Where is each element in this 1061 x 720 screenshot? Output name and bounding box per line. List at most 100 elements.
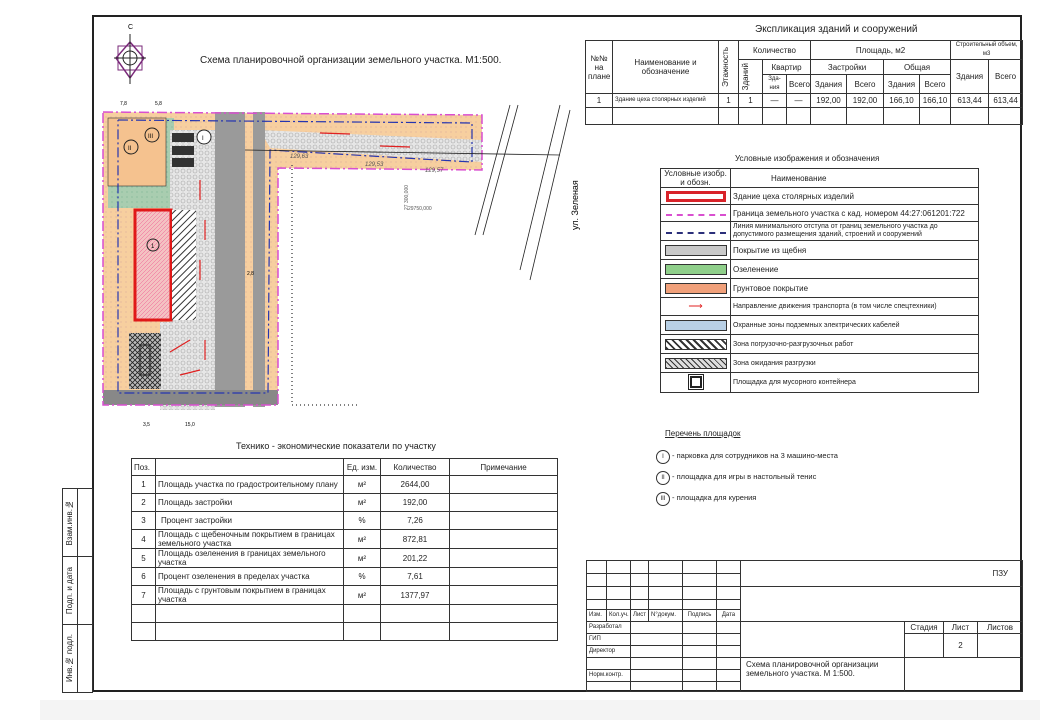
elevation-label: 129,57 (425, 168, 444, 174)
cell: 166,10 (883, 93, 921, 108)
legend-item: Направление движения транспорта (в том ч… (730, 297, 979, 316)
col-built-building: Здания (810, 74, 848, 94)
site-label: - парковка для сотрудников на 3 машино-м… (672, 451, 838, 460)
coordinate-label: 29750,000 (408, 206, 432, 212)
soil-swatch-icon (664, 282, 727, 294)
stamp-sheet-label: Лист (943, 621, 978, 634)
crosshatch-swatch-icon (664, 357, 727, 369)
cell (449, 511, 558, 530)
hatch-swatch-icon (664, 338, 727, 350)
indicators-title: Технико - экономические показатели по уч… (236, 441, 436, 451)
sites-list: I- парковка для сотрудников на 3 машино-… (656, 445, 838, 508)
col-buildings: Зданий (741, 62, 750, 91)
stamp-code: ПЗУ (739, 560, 1024, 587)
elevation-label: 129,53 (365, 162, 384, 168)
site-marker-iii (144, 127, 160, 143)
page-bottom-shadow (40, 700, 1040, 720)
neighbour-boundary (291, 165, 360, 406)
site-marker-i-label: I (202, 136, 204, 142)
cell: Площадь с щебеночным покрытием в граница… (155, 529, 344, 549)
gravel-swatch-icon (664, 244, 727, 256)
stamp-col: Кол.уч. (606, 609, 631, 622)
col-vol-building: Здания (950, 59, 990, 94)
stamp-stage-label: Стадия (904, 621, 944, 634)
cell: 2 (131, 493, 156, 512)
sites-title: Перечень площадок (665, 429, 741, 438)
col-apartments: Квартир (761, 59, 812, 75)
col-note: Примечание (449, 458, 558, 476)
building-outline-icon (665, 190, 726, 202)
legend-header-name: Наименование (730, 168, 979, 188)
site-item: I- парковка для сотрудников на 3 машино-… (656, 445, 838, 466)
side-label-replacement: Взам.инв.№ (65, 499, 74, 546)
site-label: - площадка для игры в настольный тенис (672, 472, 817, 481)
cell: Процент застройки (155, 511, 344, 530)
cell: м² (343, 529, 381, 549)
cell: — (785, 93, 812, 108)
cell: 1 (738, 93, 763, 108)
compass-north-label: С (128, 24, 133, 31)
cell: м² (343, 493, 381, 512)
legend-item: Охранные зоны подземных электрических ка… (730, 315, 979, 335)
site-mark: I (656, 450, 670, 464)
cell: 872,81 (380, 529, 450, 549)
cell: 201,22 (380, 548, 450, 568)
cell: Площадь с грунтовым покрытием в границах… (155, 585, 344, 605)
col-apt-total: Всего (785, 74, 812, 94)
col-volume: Строительный объем, м3 (950, 40, 1024, 60)
explication-table: №№ на плане Наименование и обозначение Э… (585, 40, 1024, 125)
site-mark: II (656, 471, 670, 485)
traffic-arrows (169, 132, 411, 376)
legend-item: Граница земельного участка с кад. номеро… (730, 204, 979, 222)
site-marker-ii-label: II (128, 146, 132, 152)
cell: 166,10 (919, 93, 952, 108)
cell (449, 567, 558, 586)
arrow-right-icon: ⟶ (660, 297, 731, 316)
stamp-role: Директор (586, 645, 631, 658)
cell: 192,00 (846, 93, 885, 108)
cell: 192,00 (810, 93, 848, 108)
loading-zone (172, 210, 196, 320)
cell: % (343, 567, 381, 586)
cell: 7 (131, 585, 156, 605)
col-gen-building: Здания (883, 74, 921, 94)
legend-item: Озеленение (730, 259, 979, 279)
col-built-total: Всего (846, 74, 885, 94)
col-name: Наименование и обозначение (612, 40, 719, 94)
cell: Площадь участка по градостроительному пл… (155, 475, 344, 494)
cell: 1377,97 (380, 585, 450, 605)
legend-title: Условные изображения и обозначения (735, 154, 880, 163)
legend-item: Покрытие из щебня (730, 240, 979, 260)
cell: % (343, 511, 381, 530)
cell (449, 548, 558, 568)
stamp-col: Лист (630, 609, 649, 622)
cell: 1 (585, 93, 613, 108)
site-plan: II III I 1 7,8 5,8 15,0 3,5 2,8 129,53 1… (102, 101, 580, 428)
cell: 6 (131, 567, 156, 586)
site-marker-ii (123, 139, 139, 155)
col-name (155, 458, 344, 476)
stamp-col: Изм. (586, 609, 607, 622)
container-icon (687, 373, 704, 390)
cell: Площадь озеленения в границах земельного… (155, 548, 344, 568)
stamp-role: Норм.контр. (586, 669, 631, 682)
cell (449, 493, 558, 512)
col-area: Площадь, м2 (810, 40, 952, 60)
table-row-empty (585, 107, 1024, 125)
cell: м² (343, 548, 381, 568)
dim-label: 7,8 (120, 101, 127, 107)
cable-zone-1 (215, 112, 245, 407)
cell: 7,26 (380, 511, 450, 530)
col-num: №№ на плане (585, 40, 613, 94)
legend-item: Здание цеха столярных изделий (730, 187, 979, 205)
cell: 1 (131, 475, 156, 494)
col-unit: Ед. изм. (343, 458, 381, 476)
table-row-empty (131, 604, 558, 623)
gravel-driveway (260, 130, 482, 162)
building-marker-label: 1 (151, 244, 155, 250)
cell: 5 (131, 548, 156, 568)
